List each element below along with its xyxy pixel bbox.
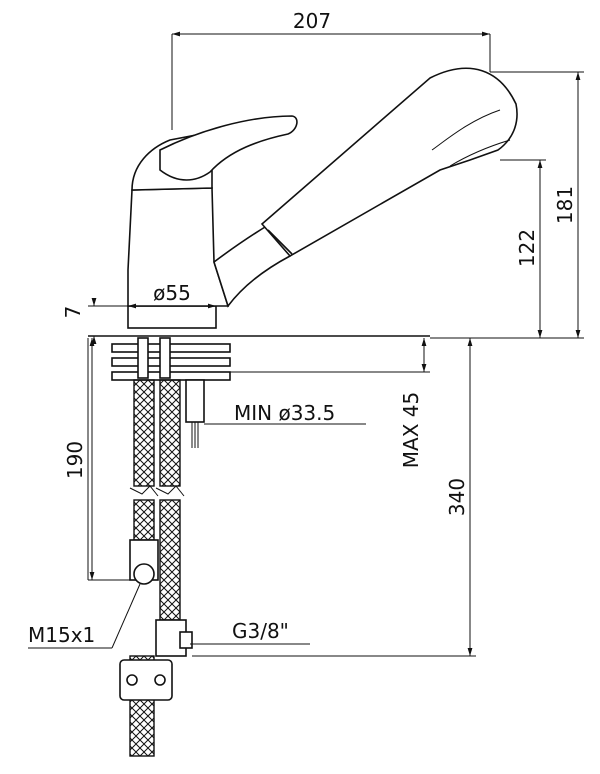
hose-right-lower — [159, 499, 181, 621]
spout-ring — [267, 229, 293, 255]
dimension-lines — [28, 31, 584, 657]
dim-height-total: 181 — [553, 186, 577, 224]
dim-base-thickness: 7 — [61, 306, 85, 319]
dim-hole-min: MIN ø33.5 — [234, 401, 335, 425]
dimension-labels: 207 181 122 ø55 7 MIN ø33.5 MAX 45 190 3… — [28, 9, 577, 647]
flexible-hoses — [119, 379, 193, 757]
dim-base-diameter: ø55 — [153, 281, 191, 305]
dim-spout-height: 122 — [515, 229, 539, 267]
lever-handle — [159, 115, 298, 181]
break-mark-right — [155, 485, 185, 497]
spout-head — [431, 109, 511, 167]
break-mark-left — [129, 485, 159, 497]
threaded-stud — [185, 379, 205, 423]
dim-thread-inlet: M15x1 — [28, 623, 95, 647]
hose-left-lower — [133, 499, 155, 541]
base-plate — [127, 305, 217, 329]
stud-bolt — [159, 337, 171, 379]
hose-left-nut — [133, 563, 155, 585]
dim-width-total: 207 — [293, 9, 331, 33]
stud-bolt-2 — [137, 337, 149, 379]
hose-clamp — [119, 659, 173, 701]
dim-supply-length: 340 — [445, 478, 469, 516]
backnut-plate-3 — [111, 371, 231, 381]
outlet-nipple — [179, 631, 193, 649]
pull-out-spout — [260, 67, 518, 258]
backnut-plate-1 — [111, 343, 231, 353]
hose-right-upper — [159, 379, 181, 487]
backnut-plate-2 — [111, 357, 231, 367]
dim-hose-length: 190 — [63, 441, 87, 479]
faucet-body — [88, 67, 518, 337]
dim-thread-outlet: G3/8" — [232, 619, 289, 643]
hose-left-upper — [133, 379, 155, 487]
dim-deck-max: MAX 45 — [399, 392, 423, 468]
